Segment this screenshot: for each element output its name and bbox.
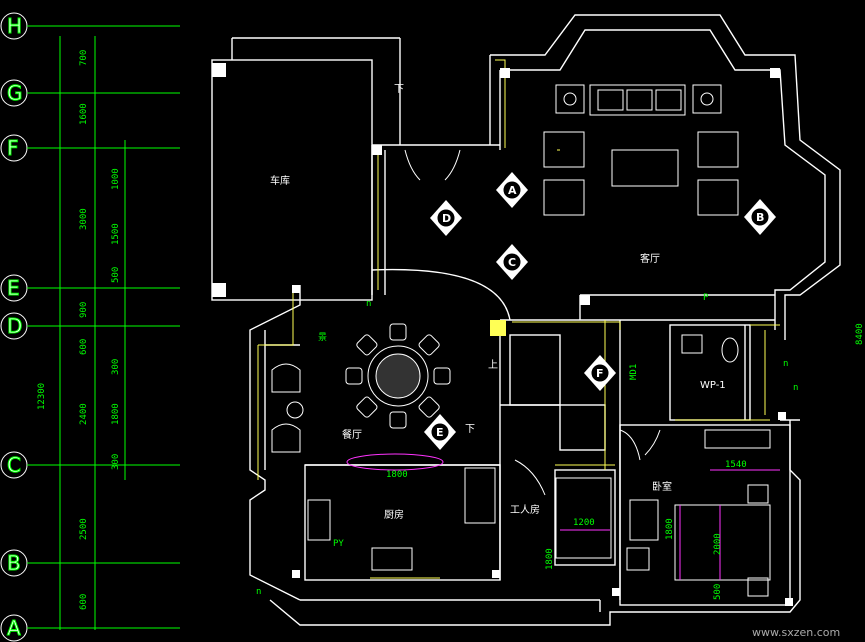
ann-n3: n <box>783 359 788 369</box>
outer-dimension-texts: 700 1600 3000 900 2400 2500 600 12300 10… <box>37 50 121 610</box>
ann-maid-dim: 1800 <box>545 548 555 570</box>
view-marker-circle <box>750 207 770 227</box>
dim-inner-6: 300 <box>111 454 121 470</box>
view-marker-circle <box>430 422 450 442</box>
room-bedroom: 卧室 <box>652 480 672 493</box>
view-marker-e: E <box>436 426 444 439</box>
view-marker-a: A <box>508 184 517 197</box>
room-dining: 餐厅 <box>342 428 362 441</box>
dim-outer-0: 700 <box>79 50 89 66</box>
dining-chair <box>356 396 378 418</box>
walls <box>211 14 841 626</box>
view-marker-circle <box>436 208 456 228</box>
dim-outer-6: 600 <box>79 594 89 610</box>
annotations: 下 下 上 MD1 WP-1 P PY n n n n 景 1800 1200 … <box>256 84 865 600</box>
ann-bed2: 1540 <box>725 460 747 470</box>
ann-down2: 下 <box>465 424 475 435</box>
view-marker-f: F <box>596 367 604 380</box>
dim-inner-1: 1500 <box>111 223 121 245</box>
dimension-lines <box>59 36 126 630</box>
ann-n2: n <box>256 587 261 597</box>
dining-chair <box>418 334 440 356</box>
room-kitchen: 厨房 <box>384 508 404 521</box>
ann-n1: n <box>366 299 371 309</box>
ann-bed3: 1800 <box>665 518 675 540</box>
ann-p: P <box>703 293 709 303</box>
ann-up: 上 <box>488 359 498 371</box>
grid-label-a: A <box>7 616 21 640</box>
grid-axes: H G F ED C B A <box>0 12 180 642</box>
dim-inner-0: 1000 <box>111 168 121 190</box>
ann-counter: 1800 <box>386 470 408 480</box>
ann-md1: MD1 <box>629 364 639 380</box>
ann-bed1: 1200 <box>573 518 595 528</box>
grid-label-c: C <box>7 453 21 477</box>
dining-chair <box>389 411 407 429</box>
view-marker-d: D <box>442 212 451 225</box>
inner-walls <box>257 59 780 579</box>
dining-chair <box>389 323 407 341</box>
magenta-dims <box>346 453 780 580</box>
dim-outer-5: 2500 <box>79 518 89 540</box>
ann-py: PY <box>333 539 344 549</box>
room-garage: 车库 <box>270 174 290 187</box>
dining-chair <box>418 396 440 418</box>
grid-label-g: G <box>7 81 23 105</box>
doors <box>404 149 661 496</box>
dim-inner-3: 600 <box>79 339 89 355</box>
ann-bed4: 2000 <box>713 533 723 555</box>
dining-chair <box>356 334 378 356</box>
ann-n4: n <box>793 383 798 393</box>
ann-jing: 景 <box>318 332 327 343</box>
ann-right-dim: 8400 <box>855 323 865 345</box>
view-marker-circle <box>502 180 522 200</box>
dim-outer-2: 3000 <box>79 208 89 230</box>
dim-outer-1: 1600 <box>79 103 89 125</box>
furniture <box>271 84 771 597</box>
dim-total: 12300 <box>37 383 47 410</box>
view-marker-b: B <box>756 211 764 224</box>
grid-label-e: E <box>7 276 20 300</box>
ann-wp1: WP-1 <box>700 380 726 391</box>
room-maid: 工人房 <box>510 503 540 516</box>
ann-down1: 下 <box>394 84 404 95</box>
watermark: www.sxzen.com <box>752 626 840 639</box>
ann-bed5: 500 <box>713 584 723 600</box>
view-marker-circle <box>502 252 522 272</box>
room-labels: 车库 客厅 餐厅 厨房 工人房 卧室 <box>270 174 672 521</box>
dim-inner-5: 1800 <box>111 403 121 425</box>
dim-inner-4: 300 <box>111 359 121 375</box>
grid-label-d: D <box>7 314 22 338</box>
grid-label-h: H <box>7 14 22 38</box>
dim-outer-4: 2400 <box>79 403 89 425</box>
view-markers: A B C D E F <box>424 172 776 450</box>
dining-chair <box>433 367 451 385</box>
grid-label-f: F <box>7 136 19 160</box>
dim-inner-2: 500 <box>111 267 121 283</box>
dim-outer-3: 900 <box>79 302 89 318</box>
view-marker-circle <box>590 363 610 383</box>
room-living: 客厅 <box>640 252 660 265</box>
columns <box>212 63 793 606</box>
grid-label-b: B <box>7 551 21 575</box>
dining-chair <box>345 367 363 385</box>
view-marker-c: C <box>508 256 516 269</box>
